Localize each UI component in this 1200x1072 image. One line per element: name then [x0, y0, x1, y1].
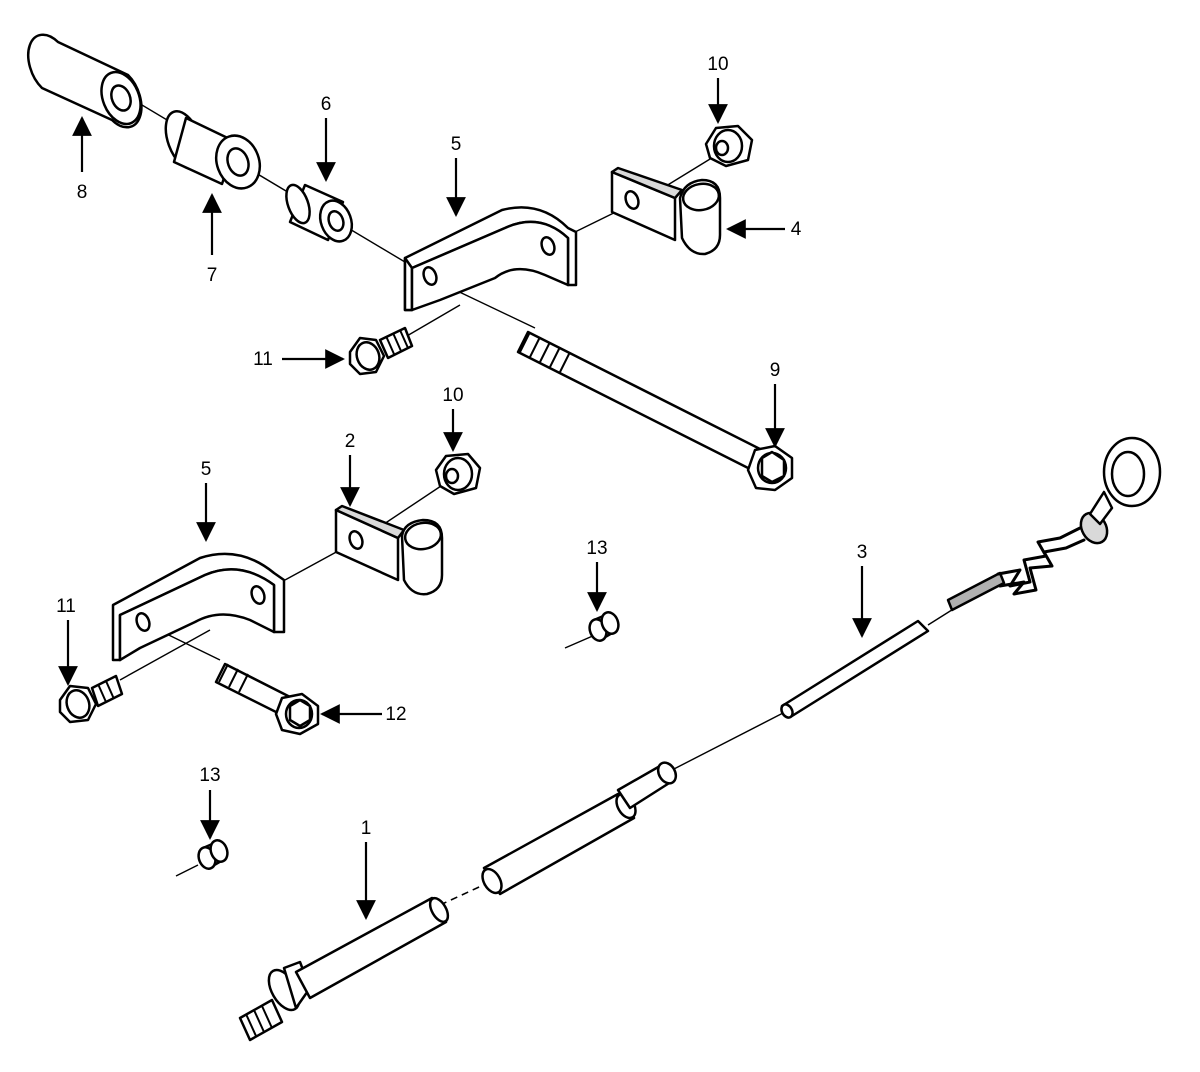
- callout-3: 3: [857, 542, 868, 563]
- callout-11-top: 11: [253, 349, 273, 370]
- part-5-bracket-top: [403, 206, 578, 312]
- part-6-short-spacer: [285, 183, 354, 243]
- callout-labels: 8 7 6 5 10 4 11 9 5 2 10 13 3 11 12 13 1: [56, 54, 867, 839]
- callout-7: 7: [207, 265, 218, 286]
- part-13-ring-mid: [588, 611, 620, 642]
- part-11-flange-bolt-top: [348, 326, 414, 376]
- callout-5-top: 5: [451, 134, 462, 155]
- callout-9: 9: [770, 360, 781, 381]
- callout-10-top: 10: [707, 54, 728, 75]
- part-9-long-bolt: [516, 330, 794, 492]
- callout-13-bottom: 13: [199, 765, 220, 786]
- part-1-control-rod: [238, 761, 678, 1042]
- callout-10-bottom: 10: [442, 385, 463, 406]
- callout-1: 1: [361, 818, 372, 839]
- callout-4: 4: [791, 219, 802, 240]
- part-3-control-cable: [780, 436, 1162, 719]
- callout-2: 2: [345, 431, 356, 452]
- part-10-flange-nut-top: [704, 124, 754, 168]
- part-2-cable-clamp: [334, 504, 444, 596]
- part-12-hex-bolt: [214, 662, 320, 736]
- callout-8: 8: [77, 182, 88, 203]
- part-7-flanged-bushing: [164, 110, 262, 190]
- callout-6: 6: [321, 94, 332, 115]
- part-10-flange-nut-bottom: [434, 452, 482, 496]
- leader-arrows: [58, 78, 872, 920]
- callout-13-mid: 13: [586, 538, 607, 559]
- part-4-cable-clamp: [610, 166, 722, 256]
- part-5-bracket-bottom: [111, 552, 286, 662]
- callout-11-bottom: 11: [56, 596, 76, 617]
- part-11-flange-bolt-bottom: [58, 674, 124, 724]
- part-8-spacer-sleeve: [27, 33, 143, 129]
- part-13-ring-bottom: [197, 839, 229, 870]
- callout-12: 12: [385, 704, 406, 725]
- callout-5-bottom: 5: [201, 459, 212, 480]
